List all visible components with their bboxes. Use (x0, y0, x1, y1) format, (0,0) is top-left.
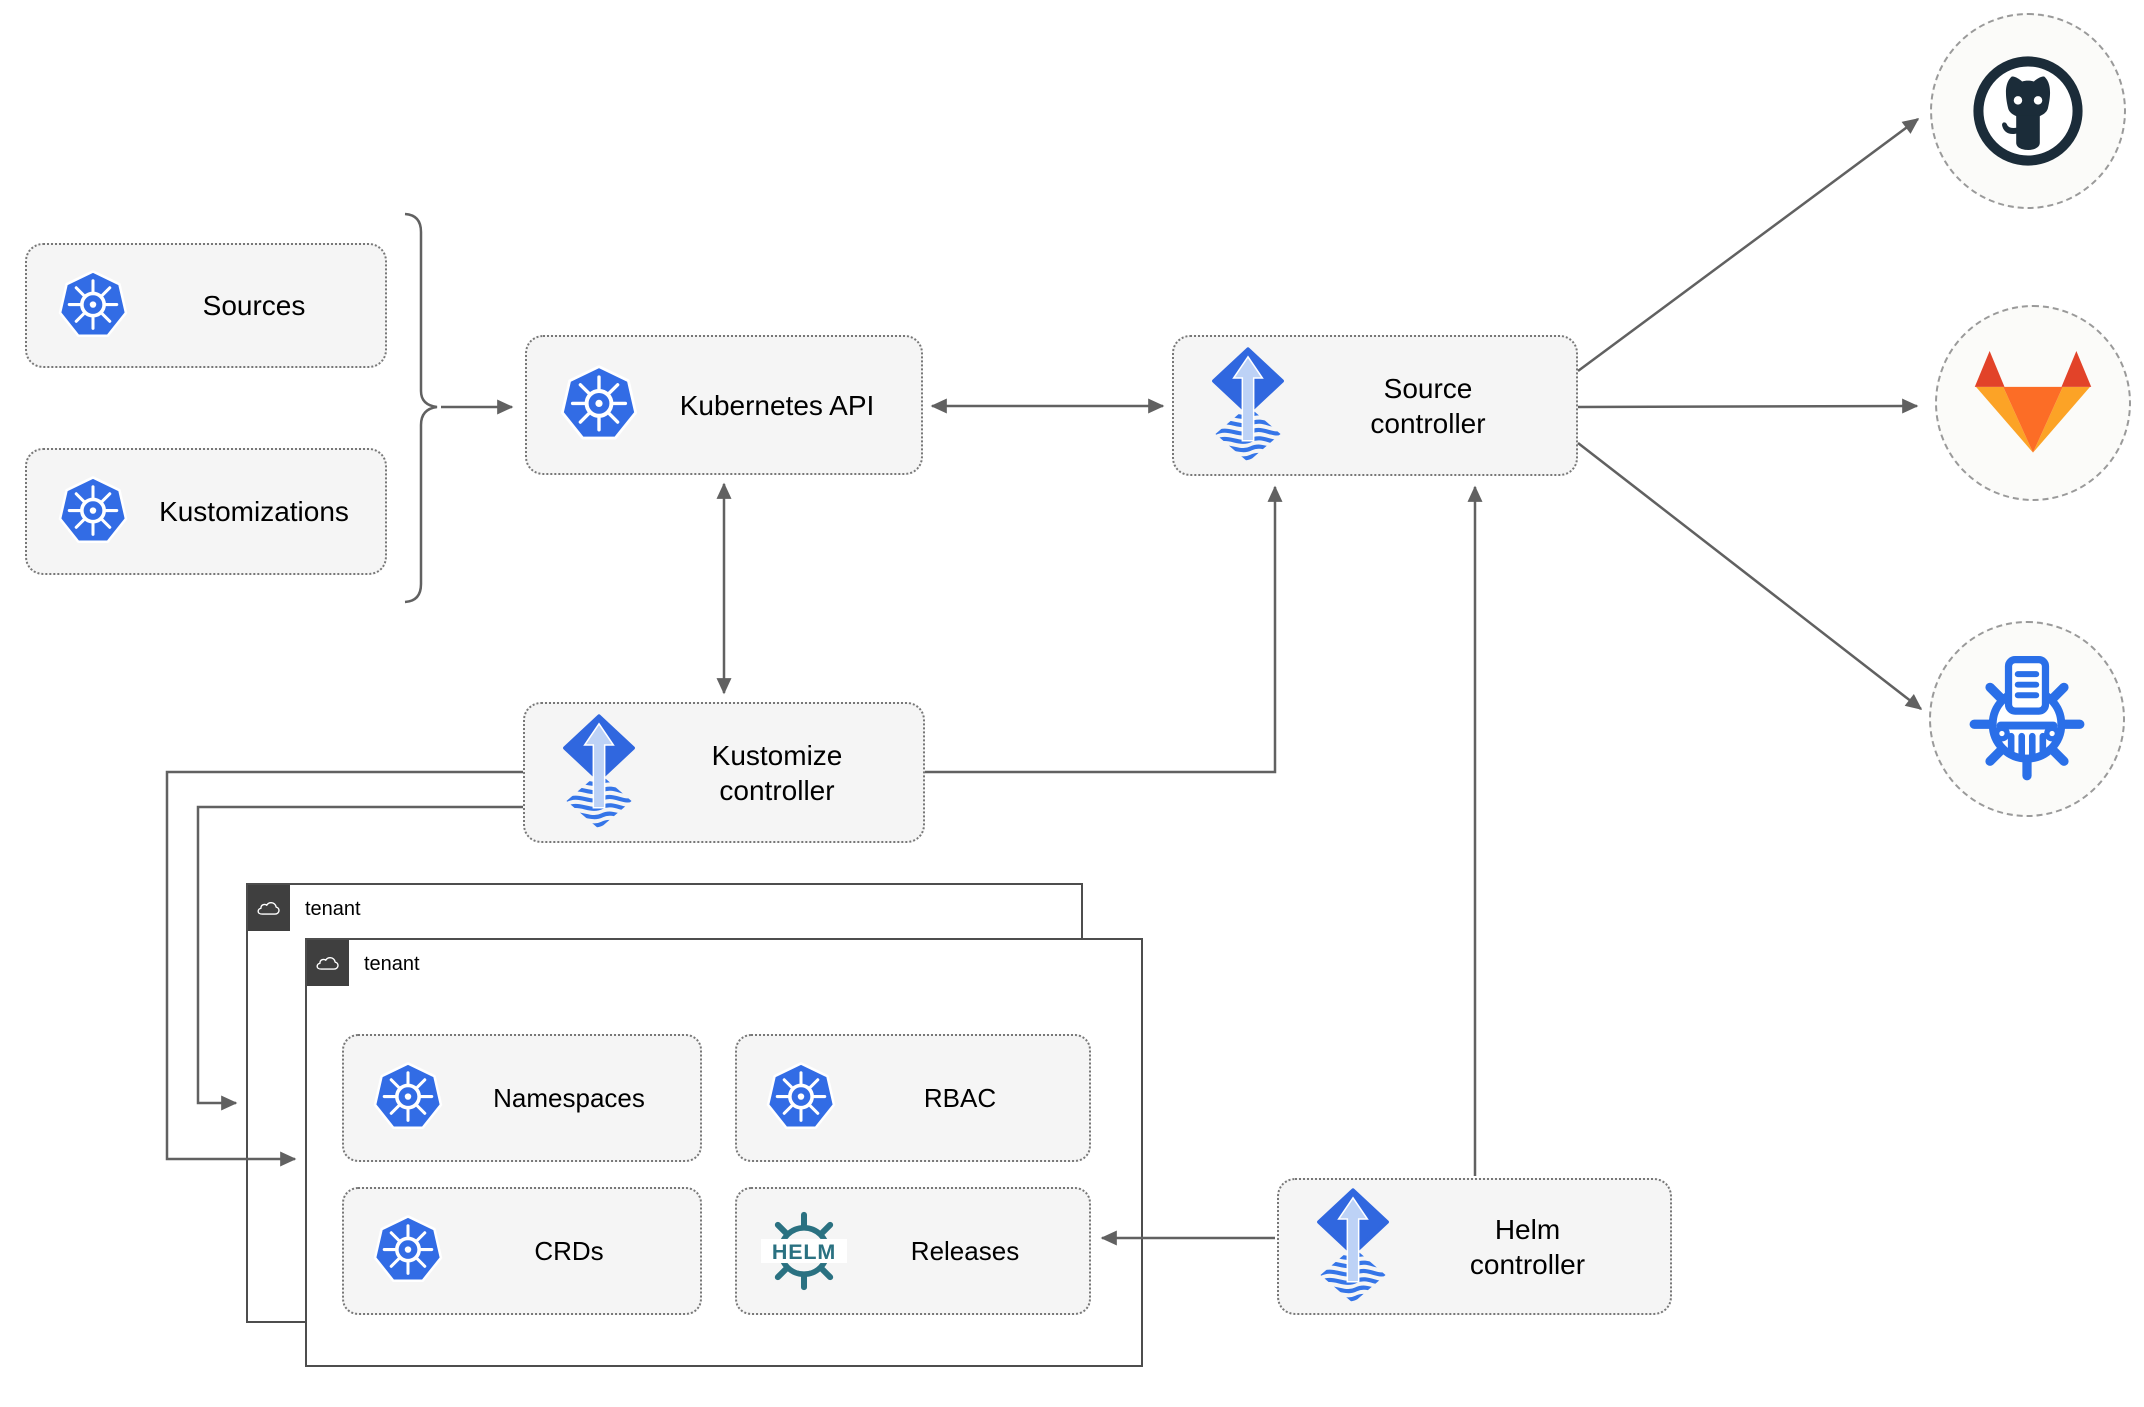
helm-controller-node: Helm controller (1277, 1178, 1672, 1315)
cloud-icon (314, 953, 342, 973)
flux-icon (561, 714, 637, 832)
github-octocat-icon (1969, 52, 2087, 170)
kubernetes-icon (57, 476, 129, 548)
chartmuseum-endpoint (1929, 621, 2125, 817)
kustomize-controller-node: Kustomize controller (523, 702, 925, 843)
kubernetes-icon (57, 270, 129, 342)
arrow-source-controller-to-github (1577, 117, 1920, 373)
arrow-source-controller-to-gitlab (1577, 398, 1919, 414)
github-endpoint (1930, 13, 2126, 209)
crds-label: CRDs (534, 1235, 604, 1266)
tenant-outer-tab (248, 885, 290, 931)
rbac-node: RBAC (735, 1034, 1091, 1162)
flux-icon (1210, 347, 1286, 465)
source-controller-node: Source controller (1172, 335, 1578, 476)
rbac-label: RBAC (923, 1082, 997, 1113)
sources-node: Sources (25, 243, 387, 368)
source-controller-label: Source controller (1370, 372, 1486, 439)
helm-controller-label: Helm controller (1469, 1213, 1586, 1280)
helm-wheel-icon (761, 1208, 847, 1294)
crds-node: CRDs (342, 1187, 702, 1315)
tenant-inner-group: tenant Namespaces RBAC CRDs Releases (305, 938, 1143, 1367)
kubernetes-icon (765, 1062, 837, 1134)
sources-label: Sources (202, 290, 306, 321)
arrow-kustomize-controller-to-source-controller (925, 485, 1283, 774)
brace-sources-group (404, 212, 438, 604)
gitlab-tanuki-icon (1971, 346, 2095, 460)
tenant-inner-tab (307, 940, 349, 986)
kubernetes-api-node: Kubernetes API (525, 335, 923, 475)
releases-node: Releases (735, 1187, 1091, 1315)
tenant-outer-label: tenant (305, 898, 361, 920)
kustomizations-label: Kustomizations (159, 496, 349, 527)
namespaces-node: Namespaces (342, 1034, 702, 1162)
arrow-source-controller-to-chartmuseum (1577, 442, 1923, 710)
gitlab-endpoint (1935, 305, 2131, 501)
cloud-icon (255, 898, 283, 918)
flux-icon (1315, 1188, 1391, 1306)
kubernetes-icon (372, 1062, 444, 1134)
chartmuseum-helm-repository-icon (1961, 653, 2093, 785)
releases-label: Releases (910, 1235, 1020, 1266)
namespaces-label: Namespaces (493, 1082, 645, 1113)
kubernetes-api-label: Kubernetes API (679, 389, 875, 421)
kubernetes-icon (372, 1215, 444, 1287)
tenant-inner-label: tenant (364, 953, 420, 975)
kustomizations-node: Kustomizations (25, 448, 387, 575)
kustomize-controller-label: Kustomize controller (711, 739, 843, 806)
kubernetes-icon (559, 365, 639, 445)
